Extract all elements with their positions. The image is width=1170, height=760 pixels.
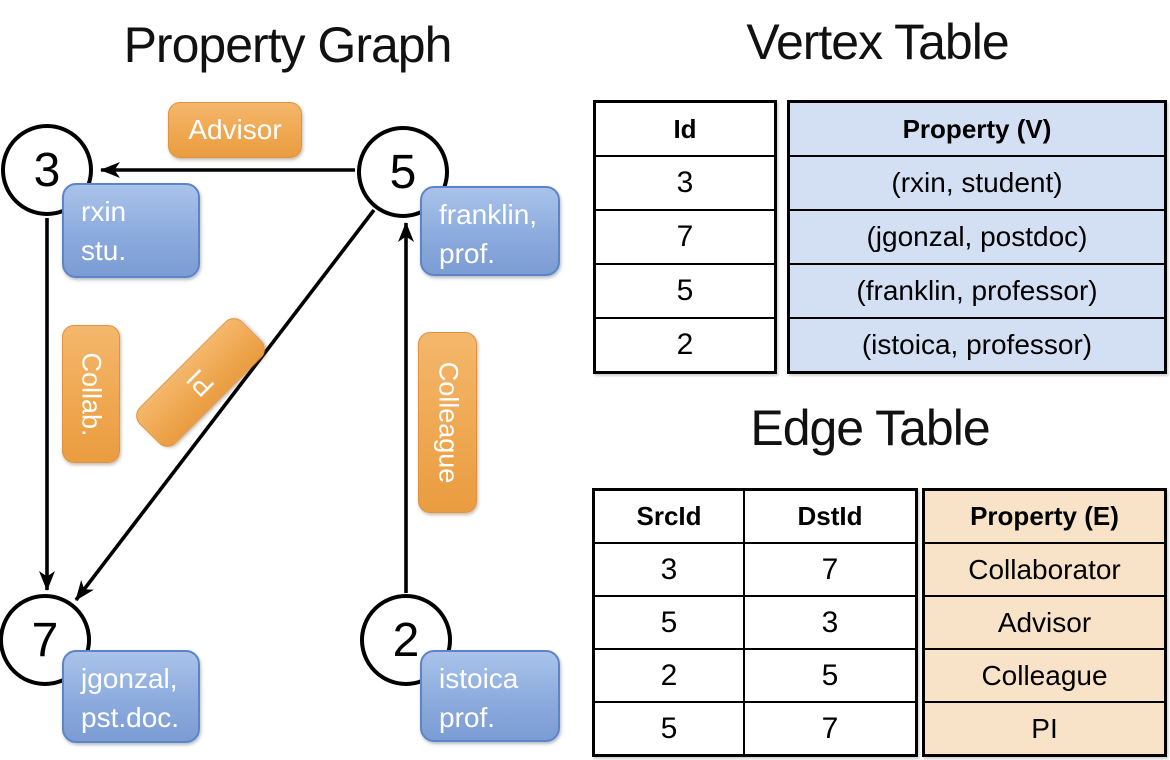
edge-table-id-columns: SrcId DstId 3 7 5 3 2 5 5 7 (592, 488, 918, 757)
edge-label-text: Colleague (433, 361, 463, 484)
edge-dstid-cell: 5 (743, 648, 918, 703)
edge-dstid-cell: 7 (743, 701, 918, 757)
edge-label-colleague: Colleague (418, 332, 477, 513)
edge-srcid-cell: 5 (592, 595, 745, 650)
edge-property-cell: PI (922, 701, 1167, 757)
property-graph-title: Property Graph (123, 17, 453, 73)
property-line: jgonzal, (81, 663, 178, 694)
graph-node-3: 3 (1, 124, 93, 216)
node-property-box-7: jgonzal, pst.doc. (62, 650, 200, 743)
edge-label-advisor: Advisor (168, 102, 302, 158)
vertex-table-id-column: Id 3 7 5 2 (593, 100, 777, 374)
property-line: pst.doc. (81, 702, 180, 734)
node-property-box-3: rxin stu. (62, 183, 200, 278)
edge-label-text: Advisor (188, 114, 282, 145)
vertex-property-cell: (jgonzal, postdoc) (787, 209, 1167, 265)
vertex-id-cell: 3 (593, 155, 777, 211)
property-line: stu. (81, 235, 127, 267)
edge-line-5-to-7-pi (74, 208, 376, 602)
node-property-box-2: istoica prof. (420, 650, 560, 742)
edge-property-cell: Colleague (922, 648, 1167, 703)
edge-dstid-header: DstId (743, 488, 918, 544)
property-line: prof. (439, 702, 496, 734)
vertex-property-cell: (istoica, professor) (787, 317, 1167, 374)
edge-property-cell: Collaborator (922, 542, 1167, 597)
vertex-property-cell: (rxin, student) (787, 155, 1167, 211)
edge-srcid-header: SrcId (592, 488, 745, 544)
property-line: franklin, (439, 199, 538, 230)
node-id-label: 2 (392, 613, 420, 667)
edge-srcid-cell: 5 (592, 701, 745, 757)
edge-dstid-cell: 3 (743, 595, 918, 650)
edge-property-cell: Advisor (922, 595, 1167, 650)
edge-table-property-column: Property (E) Collaborator Advisor Collea… (922, 488, 1167, 757)
edge-table-title: Edge Table (750, 400, 990, 456)
edge-label-text: Collab. (76, 351, 107, 437)
vertex-id-cell: 7 (593, 209, 777, 265)
vertex-property-header: Property (V) (787, 100, 1167, 157)
vertex-id-header: Id (593, 100, 777, 157)
vertex-table-property-column: Property (V) (rxin, student) (jgonzal, p… (787, 100, 1167, 374)
vertex-id-cell: 5 (593, 263, 777, 319)
node-id-label: 3 (33, 143, 61, 197)
vertex-property-cell: (franklin, professor) (787, 263, 1167, 319)
property-line: prof. (439, 238, 496, 270)
vertex-table-title: Vertex Table (746, 14, 1009, 70)
edge-label-collab: Collab. (62, 325, 120, 463)
node-id-label: 5 (389, 145, 417, 199)
edge-srcid-cell: 2 (592, 648, 745, 703)
node-property-box-5: franklin, prof. (420, 186, 560, 276)
edge-dstid-cell: 7 (743, 542, 918, 597)
property-line: istoica (439, 663, 519, 694)
edge-property-header: Property (E) (922, 488, 1167, 544)
edge-srcid-cell: 3 (592, 542, 745, 597)
property-line: rxin (81, 196, 127, 227)
edge-label-text: PI (180, 363, 220, 403)
vertex-id-cell: 2 (593, 317, 777, 374)
node-id-label: 7 (31, 613, 59, 667)
